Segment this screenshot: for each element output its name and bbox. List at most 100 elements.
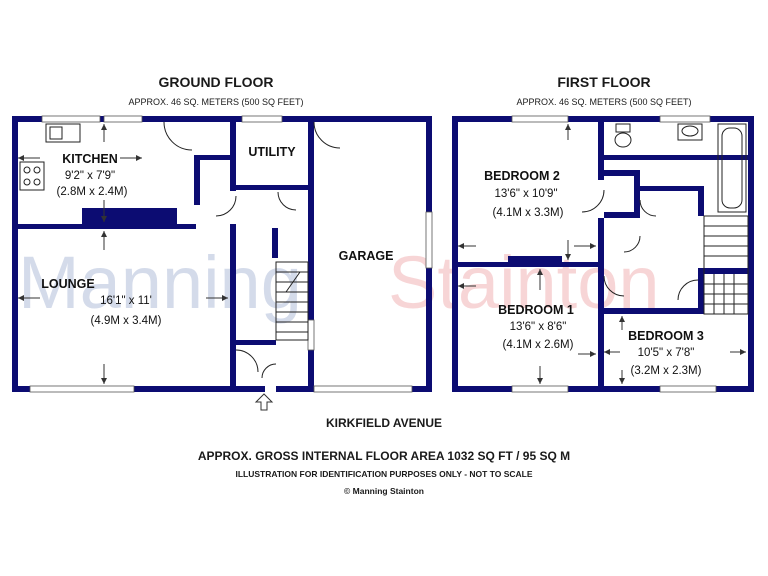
ff-wall-top (452, 116, 754, 122)
ff-stairs (703, 215, 749, 315)
gf-window-kitchen-2 (103, 115, 143, 123)
sink-bowl (49, 126, 63, 140)
utility-name: UTILITY (248, 145, 296, 159)
gf-window-kitchen (41, 115, 101, 123)
ff-wall-cupboard-top (604, 170, 640, 176)
ff-wall-b2-b1 (458, 262, 598, 267)
gf-window-lounge (29, 385, 135, 393)
kitchen-dimension-arrows (18, 124, 142, 222)
lounge-name: LOUNGE (41, 277, 94, 291)
ground-floor-plan (12, 115, 433, 411)
copyright: © Manning Stainton (344, 486, 424, 496)
lounge-metric: (4.9M x 3.4M) (91, 315, 162, 327)
ff-wall-bottom (452, 386, 754, 392)
bedroom2-dimension-arrows (458, 124, 596, 260)
kitchen-metric: (2.8M x 2.4M) (57, 186, 128, 198)
disclaimer: ILLUSTRATION FOR IDENTIFICATION PURPOSES… (235, 469, 532, 479)
bedroom3-imperial: 10'5" x 7'8" (638, 347, 695, 359)
gf-door-porch (261, 363, 277, 379)
first-floor-area: APPROX. 46 SQ. METERS (500 SQ FEET) (516, 97, 691, 107)
ff-wall-b3-top (598, 308, 698, 314)
hob-icon (19, 161, 45, 191)
bedroom1-imperial: 13'6" x 8'6" (510, 321, 567, 333)
gf-stairs (275, 261, 309, 341)
gf-wall-stairs (272, 228, 278, 258)
gf-wall-garage (308, 116, 314, 392)
basin-icon (677, 123, 703, 141)
gf-door-garage (313, 121, 341, 149)
bedroom3-metric: (3.2M x 2.3M) (631, 365, 702, 377)
lounge-imperial: 16'1" x 11' (100, 295, 152, 307)
ff-door-b3 (677, 279, 699, 301)
ff-door-cupboard (623, 235, 641, 253)
ff-wall-b2-right (598, 122, 604, 180)
gf-worktop-block (82, 208, 177, 224)
bedroom1-metric: (4.1M x 2.6M) (503, 339, 574, 351)
bedroom3-name: BEDROOM 3 (628, 329, 704, 343)
gf-door-kitchen (163, 121, 193, 151)
ff-door-b1 (603, 275, 625, 297)
first-floor-plan (452, 115, 754, 393)
kitchen-imperial: 9'2" x 7'9" (65, 170, 115, 182)
gf-garage-door (313, 385, 413, 393)
ff-window-b3 (659, 385, 717, 393)
bedroom2-name: BEDROOM 2 (484, 169, 560, 183)
bedroom1-dimension-arrows (458, 269, 596, 384)
bedroom3-dimension-arrows (604, 316, 746, 384)
street-name: KIRKFIELD AVENUE (326, 416, 442, 430)
gf-wall-bottom-house (12, 386, 265, 392)
ff-window-b2 (511, 115, 569, 123)
lounge-dimension-arrows (18, 231, 228, 384)
gf-wall-utility-bottom (236, 185, 308, 190)
ff-wall-landing-top (640, 186, 698, 191)
ff-wall-cupboard-right (634, 170, 640, 218)
watermark-manning: Manning (18, 241, 302, 324)
gf-door-utility (277, 191, 297, 211)
sink-icon (45, 123, 81, 143)
gf-wall-utility-left (230, 116, 236, 191)
ff-wall-cupboard-bottom (604, 212, 640, 218)
gf-wall-cupboard-top (194, 155, 230, 160)
first-floor-title: FIRST FLOOR (557, 74, 650, 90)
ff-wall-landing (698, 186, 704, 216)
kitchen-name: KITCHEN (62, 152, 118, 166)
ff-wall-bath-bottom (604, 155, 748, 160)
gross-area: APPROX. GROSS INTERNAL FLOOR AREA 1032 S… (198, 449, 570, 463)
gf-wall-lounge-right (230, 224, 236, 386)
ff-wardrobe-block (508, 256, 562, 264)
gf-window-hall (307, 319, 315, 351)
ground-floor-title: GROUND FLOOR (158, 74, 273, 90)
ground-floor-area: APPROX. 46 SQ. METERS (500 SQ FEET) (128, 97, 303, 107)
gf-door-front (235, 349, 259, 373)
ff-wall-left (452, 116, 458, 392)
ff-door-bath (639, 199, 657, 217)
up-arrow-icon (254, 393, 274, 411)
ff-window-b1 (511, 385, 569, 393)
ff-window-bath (659, 115, 711, 123)
gf-window-utility (241, 115, 283, 123)
garage-name: GARAGE (339, 249, 394, 263)
gf-wall-cupboard (194, 155, 200, 205)
gf-wall-garage-corner (412, 386, 432, 392)
bedroom2-imperial: 13'6" x 10'9" (494, 188, 557, 200)
gf-wall-bottom-hall (276, 386, 314, 392)
ff-door-b2 (581, 189, 605, 213)
ff-wall-b3-left (598, 308, 604, 386)
bedroom1-name: BEDROOM 1 (498, 303, 574, 317)
gf-door-lounge (215, 195, 237, 217)
ff-wall-stairs-left (698, 268, 704, 314)
gf-wall-kitchen-lounge (18, 224, 196, 229)
ff-wall-right (748, 116, 754, 392)
toilet-icon (614, 123, 632, 148)
watermark: Manning Stainton (18, 241, 660, 324)
bedroom2-metric: (4.1M x 3.3M) (493, 207, 564, 219)
gf-wall-top (12, 116, 432, 122)
ff-wall-stairs-top (698, 268, 748, 274)
gf-wall-left (12, 116, 18, 392)
gf-wall-hall (236, 340, 276, 345)
gf-window-garage (425, 211, 433, 269)
bath-icon (717, 123, 747, 213)
ff-wall-b1-right (598, 218, 604, 308)
